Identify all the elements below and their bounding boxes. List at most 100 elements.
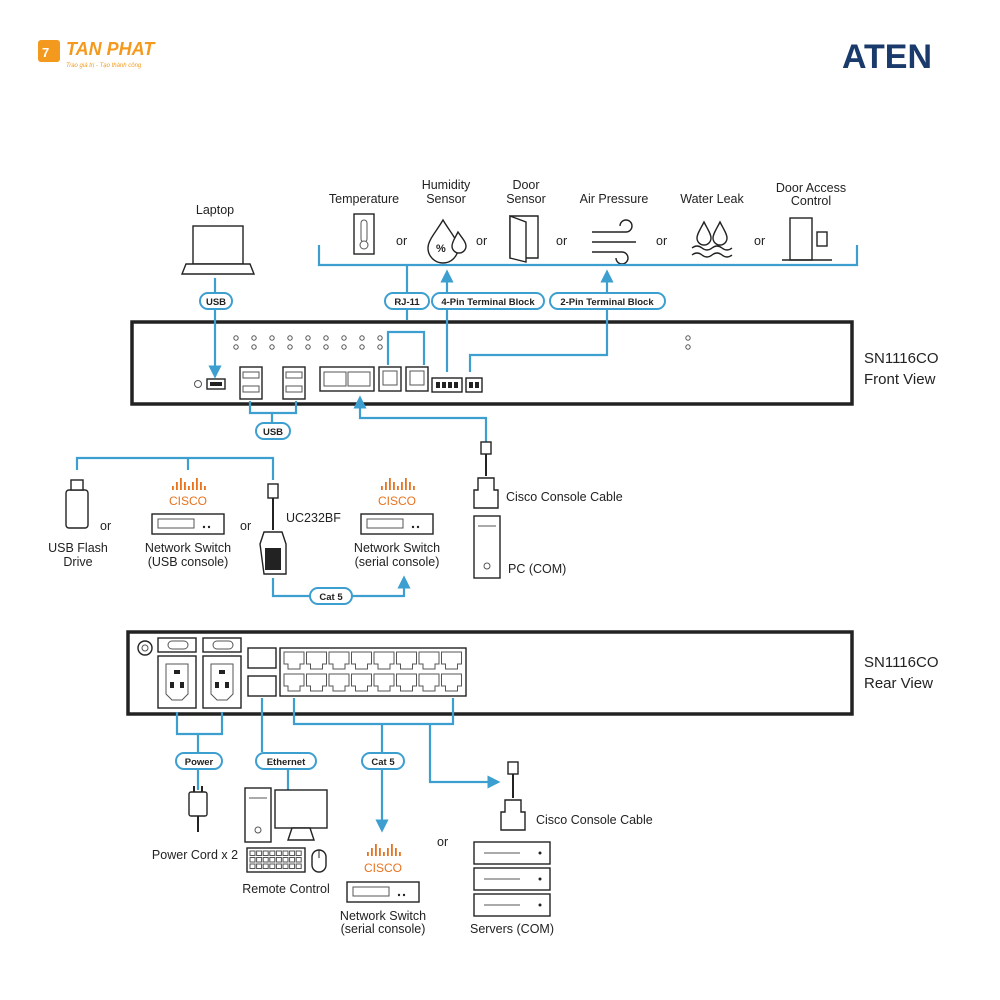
ethernet-tag: Ethernet xyxy=(255,752,317,770)
switch-rear-label-2: (serial console) xyxy=(341,922,426,936)
sensor-door-label-2: Sensor xyxy=(506,192,546,206)
cisco-bar xyxy=(196,478,198,490)
usb-top-tag: USB xyxy=(199,292,233,310)
front-status-leds xyxy=(233,335,691,350)
switch-serial-label-1: Network Switch xyxy=(354,541,440,555)
cisco-bar xyxy=(387,848,389,856)
serial-port xyxy=(351,651,372,670)
status-led xyxy=(377,335,383,341)
rj11-tag-text: RJ-11 xyxy=(394,297,420,308)
servers-label: Servers (COM) xyxy=(470,922,554,936)
uc232bf-adapter-icon xyxy=(259,483,287,575)
cisco-bar xyxy=(379,848,381,856)
status-led xyxy=(269,344,275,350)
key xyxy=(295,850,302,856)
or-text: or xyxy=(656,234,667,248)
serial-port xyxy=(441,673,462,692)
power-inlet-1 xyxy=(157,655,197,709)
sensor-humidity-label-1: Humidity xyxy=(422,178,471,192)
rj11-split-line xyxy=(386,330,426,365)
cisco-bar xyxy=(367,852,369,856)
rj11-port-1 xyxy=(378,366,402,392)
cisco-bar xyxy=(371,848,373,856)
key xyxy=(282,857,289,863)
or-text: or xyxy=(100,519,111,533)
pc-tower-icon xyxy=(473,515,501,579)
air-pressure-icon xyxy=(592,219,636,265)
remote-control-label: Remote Control xyxy=(242,882,330,896)
or-text: or xyxy=(556,234,567,248)
serial-port xyxy=(396,673,417,692)
uc232bf-label: UC232BF xyxy=(286,511,341,525)
sensor-humidity-label-2: Sensor xyxy=(426,192,466,206)
sensor-door-access-label-1: Door Access xyxy=(776,181,846,195)
cat5-rear-tag: Cat 5 xyxy=(361,752,405,770)
status-led xyxy=(359,344,365,350)
serial-port xyxy=(328,673,350,692)
or-text: or xyxy=(240,519,251,533)
sensor-water-leak-label: Water Leak xyxy=(680,192,744,206)
micro-usb-port xyxy=(206,378,226,390)
power-switch-2[interactable] xyxy=(202,637,242,653)
lan-port-2 xyxy=(247,675,277,697)
status-led xyxy=(233,335,239,341)
door-access-icon xyxy=(782,217,832,261)
cisco-bar xyxy=(383,852,385,856)
cisco-bar xyxy=(399,852,401,856)
power-plug-icon xyxy=(188,786,208,832)
cisco-bar xyxy=(184,482,186,490)
status-led xyxy=(287,335,293,341)
usb-flash-drive-icon xyxy=(65,479,89,529)
status-led xyxy=(341,344,347,350)
front-device-name: SN1116CO xyxy=(864,350,938,367)
svg-text:%: % xyxy=(436,243,446,255)
front-panel xyxy=(130,320,854,406)
key xyxy=(275,863,282,869)
power-switch-1[interactable] xyxy=(157,637,197,653)
key xyxy=(282,863,289,869)
sensor-door-label-1: Door xyxy=(512,178,539,192)
key xyxy=(282,850,289,856)
reset-button[interactable] xyxy=(194,380,202,388)
key xyxy=(262,850,269,856)
pc-com-label: PC (COM) xyxy=(508,562,566,576)
key xyxy=(275,850,282,856)
cisco-bar xyxy=(389,478,391,490)
key xyxy=(249,863,256,869)
power-inlet-2 xyxy=(202,655,242,709)
keyboard-icon xyxy=(246,847,306,873)
serial-port xyxy=(373,651,395,670)
cisco-bar xyxy=(395,848,397,856)
water-leak-icon xyxy=(691,220,733,258)
cisco-text: CISCO xyxy=(169,494,207,508)
key xyxy=(295,863,302,869)
or-text: or xyxy=(754,234,765,248)
key xyxy=(269,863,276,869)
cisco-bar xyxy=(405,478,407,490)
cisco-bar xyxy=(409,482,411,490)
key xyxy=(262,863,269,869)
serial-port xyxy=(418,651,440,670)
status-led xyxy=(323,344,329,350)
usb-flash-label-2: Drive xyxy=(63,555,92,569)
cisco-bar xyxy=(200,482,202,490)
rj11-tag: RJ-11 xyxy=(384,292,430,310)
usb-port-block-1 xyxy=(239,366,263,400)
laptop-icon xyxy=(180,225,256,275)
4pin-tag: 4-Pin Terminal Block xyxy=(431,292,545,310)
sensor-bus-line xyxy=(317,245,859,267)
sensor-air-pressure-label: Air Pressure xyxy=(580,192,649,206)
cisco-bar xyxy=(401,482,403,490)
or-text: or xyxy=(396,234,407,248)
aten-brand: ATEN xyxy=(842,38,932,76)
status-led xyxy=(323,335,329,341)
serial-port xyxy=(373,673,395,692)
network-switch-rear-icon xyxy=(346,881,420,903)
tanphat-logo: 7 TAN PHAT Trao giá trị - Tạo thành công xyxy=(38,39,156,69)
cisco-bar xyxy=(397,486,399,490)
usb-top-tag-text: USB xyxy=(206,297,226,308)
status-led xyxy=(287,344,293,350)
laptop-label: Laptop xyxy=(196,203,234,217)
cisco-bar xyxy=(172,486,174,490)
key xyxy=(256,857,263,863)
